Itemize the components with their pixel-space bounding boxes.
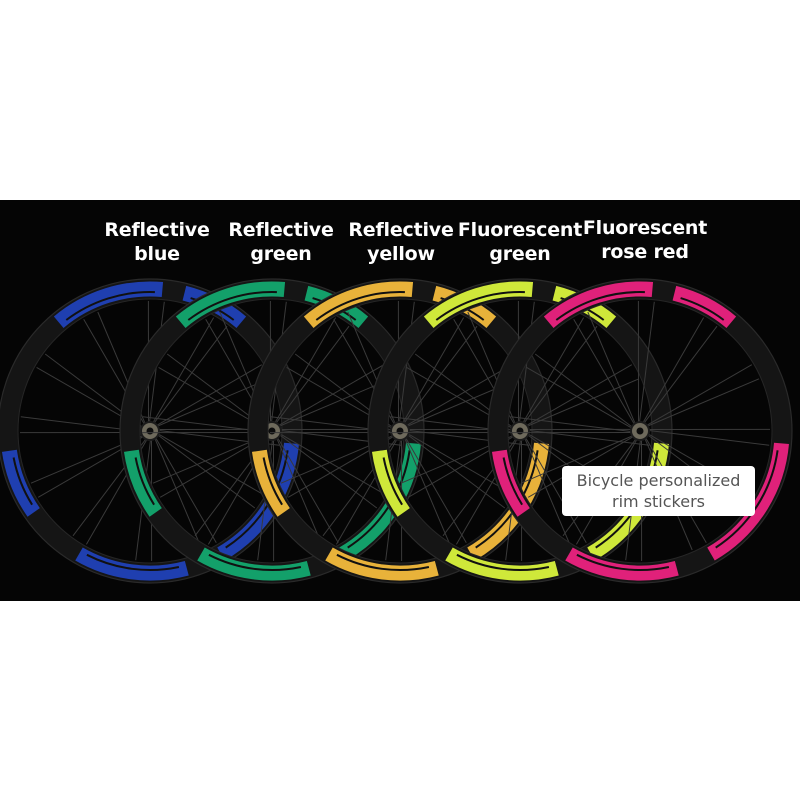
caption-box: Bicycle personalized rim stickers — [562, 466, 755, 516]
rim-sticker — [175, 281, 286, 329]
rim-sticker — [423, 281, 534, 329]
rim-sticker — [325, 547, 439, 581]
rim-sticker — [565, 547, 679, 581]
sticker-detail — [134, 457, 155, 506]
tyre-edge — [0, 278, 303, 584]
label-reflective-green: Reflective green — [216, 218, 346, 266]
sticker-detail — [12, 457, 33, 506]
rim-sticker — [75, 547, 189, 581]
label-fluorescent-rose-red: Fluorescent rose red — [580, 216, 710, 264]
caption-line: rim stickers — [612, 492, 705, 511]
label-fluorescent-green: Fluorescent green — [455, 218, 585, 266]
sticker-detail — [315, 291, 405, 321]
sticker-detail — [555, 291, 645, 321]
sticker-detail — [262, 457, 283, 506]
rim-sticker — [445, 547, 559, 581]
label-line: yellow — [367, 243, 435, 265]
sticker-detail — [576, 553, 670, 572]
tyre-edge — [247, 278, 553, 584]
rim-sticker — [707, 442, 789, 561]
sticker-detail — [502, 457, 523, 506]
rim-edge — [507, 298, 773, 564]
sticker-detail — [65, 291, 155, 321]
rim-sticker — [672, 285, 737, 329]
wheel — [0, 278, 303, 584]
sticker-detail — [715, 450, 779, 549]
sticker-detail — [456, 553, 550, 572]
label-line: Fluorescent — [457, 219, 583, 241]
rim-sticker — [371, 449, 410, 517]
hub-axle — [636, 427, 644, 435]
sticker-detail — [86, 553, 180, 572]
label-reflective-blue: Reflective blue — [92, 218, 222, 266]
caption-line: Bicycle personalized — [576, 471, 741, 490]
hub-axle — [396, 427, 404, 435]
label-line: rose red — [601, 241, 689, 263]
hub-axle — [268, 427, 276, 435]
hub-axle — [516, 427, 524, 435]
sticker-detail — [208, 553, 302, 572]
tyre-edge — [367, 278, 673, 584]
label-line: Fluorescent — [582, 217, 708, 239]
sticker-detail — [187, 291, 277, 321]
label-line: green — [250, 243, 312, 265]
hub-axle — [146, 427, 154, 435]
label-line: Reflective — [228, 219, 334, 241]
label-reflective-yellow: Reflective yellow — [336, 218, 466, 266]
rim-sticker — [491, 449, 530, 517]
sticker-detail — [680, 297, 725, 321]
rim-sticker — [123, 449, 162, 517]
rim-sticker — [1, 449, 40, 517]
rim-sticker — [303, 281, 414, 329]
label-line: green — [489, 243, 551, 265]
label-line: Reflective — [104, 219, 210, 241]
tyre-edge — [119, 278, 425, 584]
tyre-edge — [487, 278, 793, 584]
rim-sticker — [197, 547, 311, 581]
rim-sticker — [251, 449, 290, 517]
sticker-detail — [435, 291, 525, 321]
sticker-detail — [382, 457, 403, 506]
sticker-detail — [336, 553, 430, 572]
label-line: blue — [134, 243, 180, 265]
label-line: Reflective — [348, 219, 454, 241]
rim-sticker — [543, 281, 654, 329]
rim-sticker — [53, 281, 164, 329]
